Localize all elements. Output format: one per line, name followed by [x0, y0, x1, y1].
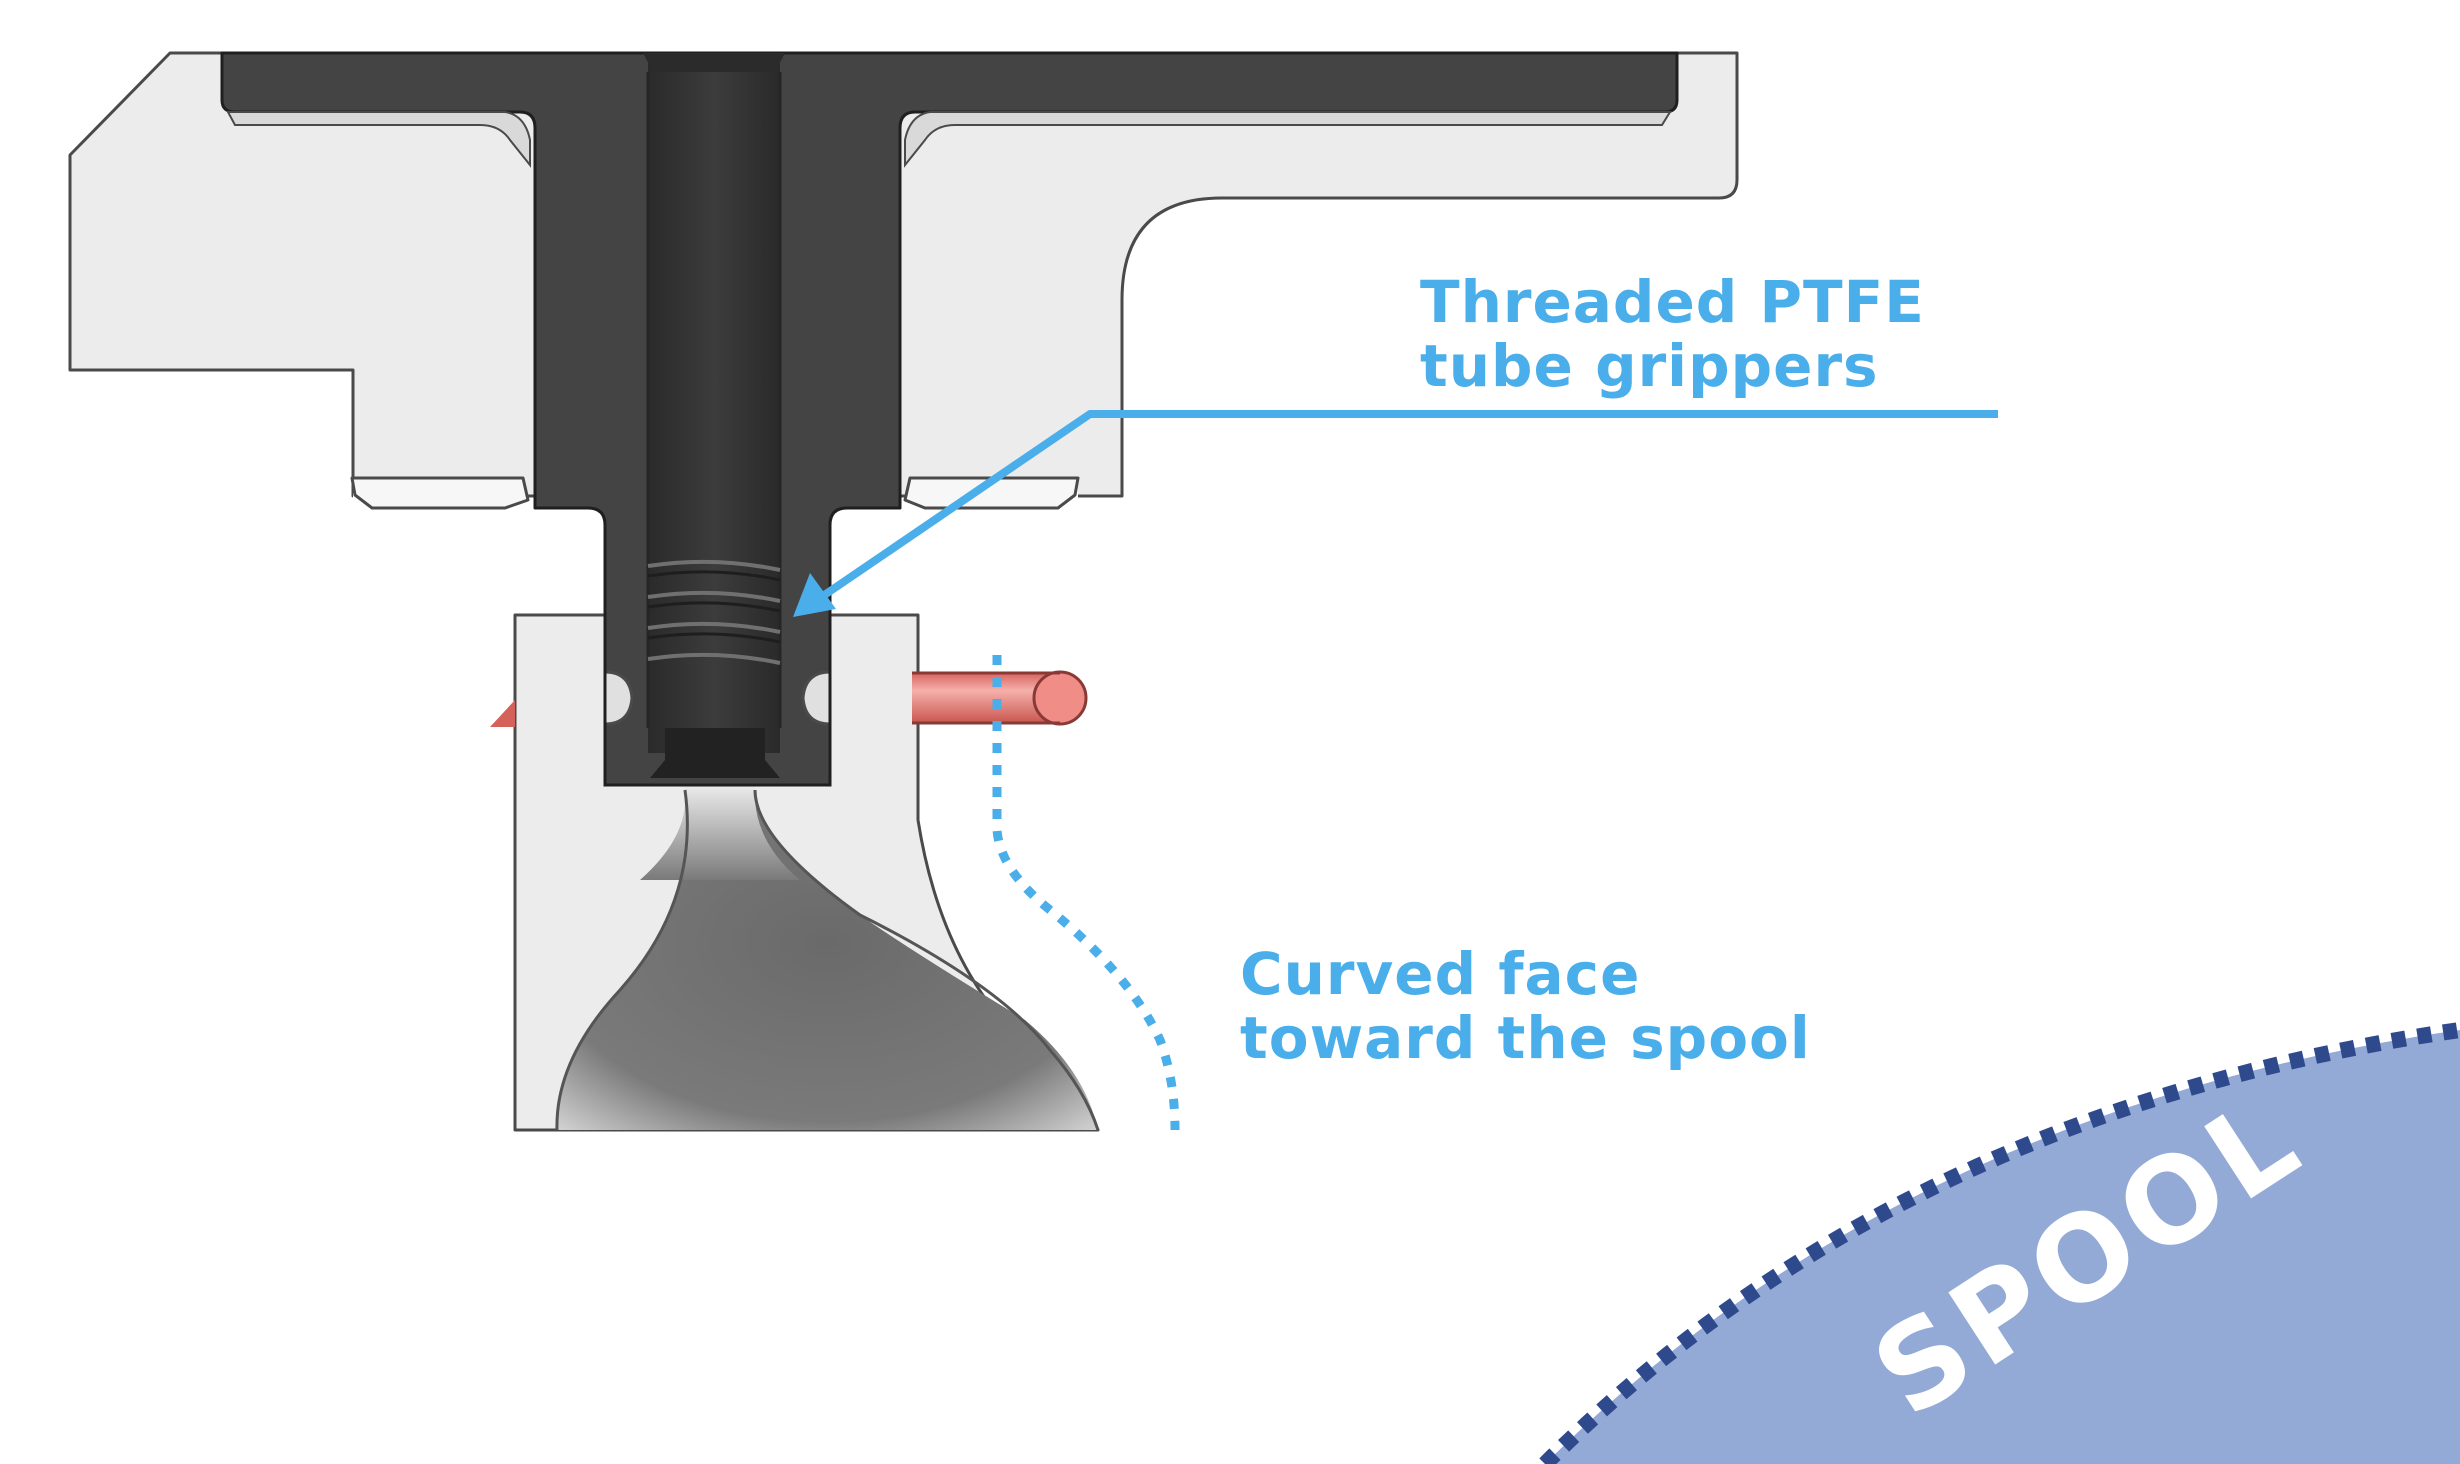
central-bore: [648, 53, 780, 753]
filament-end: [1032, 670, 1088, 726]
oring-groove-left: [603, 670, 634, 726]
curved-label-line2: toward the spool: [1240, 1004, 1811, 1072]
cavity-outline: [555, 789, 1100, 1131]
curved-label-line1: Curved face: [1240, 940, 1640, 1008]
upper-housing: [68, 51, 1739, 498]
housing-groove-right: [904, 111, 1672, 168]
oring-groove-right: [801, 670, 832, 726]
housing-groove-left: [226, 111, 531, 168]
spool-edge: [1539, 1022, 2460, 1464]
curved-face-guide: [992, 655, 1180, 1131]
grippers-label-line1: Threaded PTFE: [1420, 268, 1925, 336]
thread-grooves: [647, 559, 781, 665]
spool-body: [1545, 1030, 2460, 1464]
grippers-label-line2: tube grippers: [1420, 332, 1879, 400]
housing-chamfer-right: [903, 476, 1080, 510]
housing-chamfer-left: [350, 476, 530, 510]
thread-shadows: [647, 570, 781, 644]
filament-stub-left: [490, 700, 515, 727]
bore-top-chamfer: [643, 53, 785, 72]
insert-pocket-outline: [603, 615, 832, 787]
bore-outlet: [650, 728, 780, 778]
gripper-arrowhead: [793, 573, 836, 617]
gripper-leader-line: [817, 410, 1998, 602]
funnel-neck: [640, 780, 800, 880]
